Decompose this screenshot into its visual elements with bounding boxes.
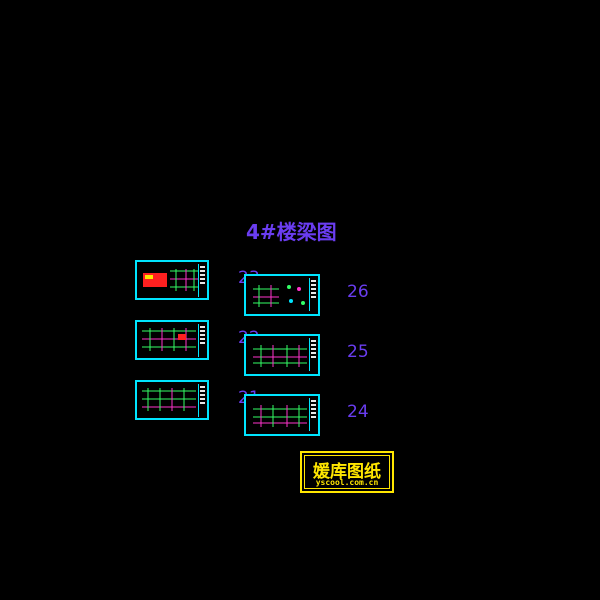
floor-plan-thumbnail — [253, 345, 307, 367]
sheet-label: 25 — [347, 342, 369, 362]
sheet-left-3[interactable] — [135, 380, 209, 420]
floor-plan-thumbnail — [253, 405, 307, 427]
sheet-right-3[interactable] — [244, 394, 320, 436]
title-block — [198, 264, 205, 297]
title-block — [309, 278, 316, 311]
drawing-title: 4#楼梁图 — [246, 220, 337, 244]
sheet-left-2[interactable] — [135, 320, 209, 360]
sheet-left-1[interactable] — [135, 260, 209, 300]
watermark-logo: 媛库图纸 yscool.com.cn — [300, 451, 394, 493]
logo-frame — [304, 455, 390, 489]
sheet-right-1[interactable] — [244, 274, 320, 316]
sheet-right-2[interactable] — [244, 334, 320, 376]
logo-url: yscool.com.cn — [315, 478, 379, 487]
logo-name: 媛库图纸 — [313, 462, 381, 482]
title-block — [198, 384, 205, 417]
title-block — [198, 324, 205, 357]
floor-plan-thumbnail — [142, 328, 196, 351]
title-block — [309, 338, 316, 371]
floor-plan-thumbnail — [253, 285, 305, 307]
floor-plan-thumbnail — [143, 269, 198, 291]
sheet-label: 26 — [347, 282, 369, 302]
floor-plan-thumbnail — [142, 388, 196, 411]
title-block — [309, 398, 316, 431]
sheet-label: 24 — [347, 402, 369, 422]
